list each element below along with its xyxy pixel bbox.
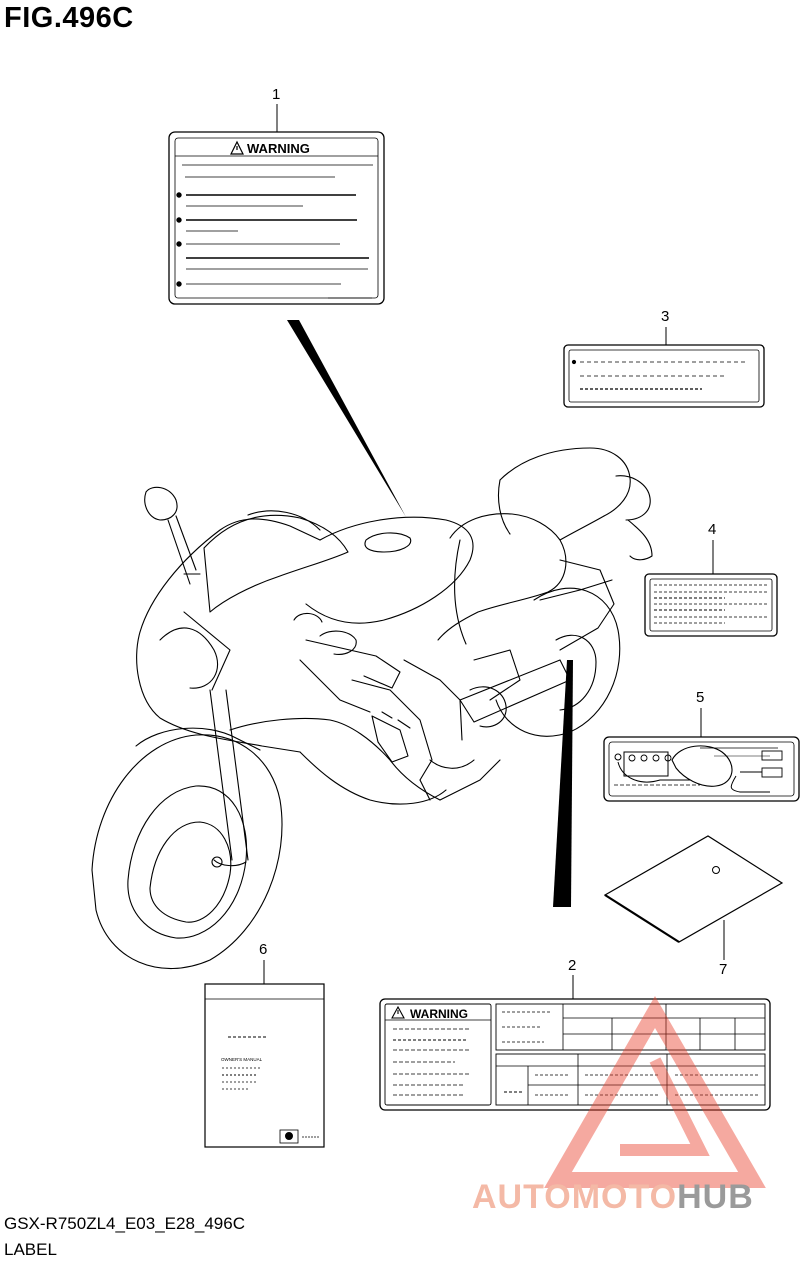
callout-5: 5 <box>696 689 705 706</box>
manual-cover-text: OWNER'S MANUAL <box>221 1057 263 1062</box>
motorcycle-outline <box>91 447 653 969</box>
callout-7: 7 <box>719 961 728 978</box>
label-3-plate <box>563 327 765 408</box>
callout-2: 2 <box>568 957 577 974</box>
label-2-warning-text: WARNING <box>410 1007 468 1021</box>
figure-title: FIG.496C <box>4 2 134 34</box>
label-1-warning-text: WARNING <box>247 141 310 156</box>
label-5-hose-routing <box>603 708 800 802</box>
watermark-moto: MOTO <box>571 1178 678 1216</box>
watermark-logo <box>544 996 766 1188</box>
figure-code: GSX-R750ZL4_E03_E28_496C <box>4 1214 245 1233</box>
callout-6: 6 <box>259 941 268 958</box>
leader-arrow-2 <box>553 660 573 907</box>
callout-1: 1 <box>272 86 281 103</box>
item-6-manual <box>204 960 325 1148</box>
label-1-warning <box>168 104 385 305</box>
callout-3: 3 <box>661 308 670 325</box>
watermark-hub: HUB <box>677 1178 754 1216</box>
watermark-auto: AUTO <box>472 1178 572 1216</box>
figure-label: LABEL <box>4 1240 57 1259</box>
item-7-sheet <box>603 835 784 960</box>
callout-4: 4 <box>708 521 717 538</box>
watermark-text: AUTOMOTOHUB <box>472 1178 754 1217</box>
label-2-warning <box>379 975 771 1111</box>
label-4-plate <box>644 540 778 637</box>
leader-arrow-1 <box>287 320 406 517</box>
